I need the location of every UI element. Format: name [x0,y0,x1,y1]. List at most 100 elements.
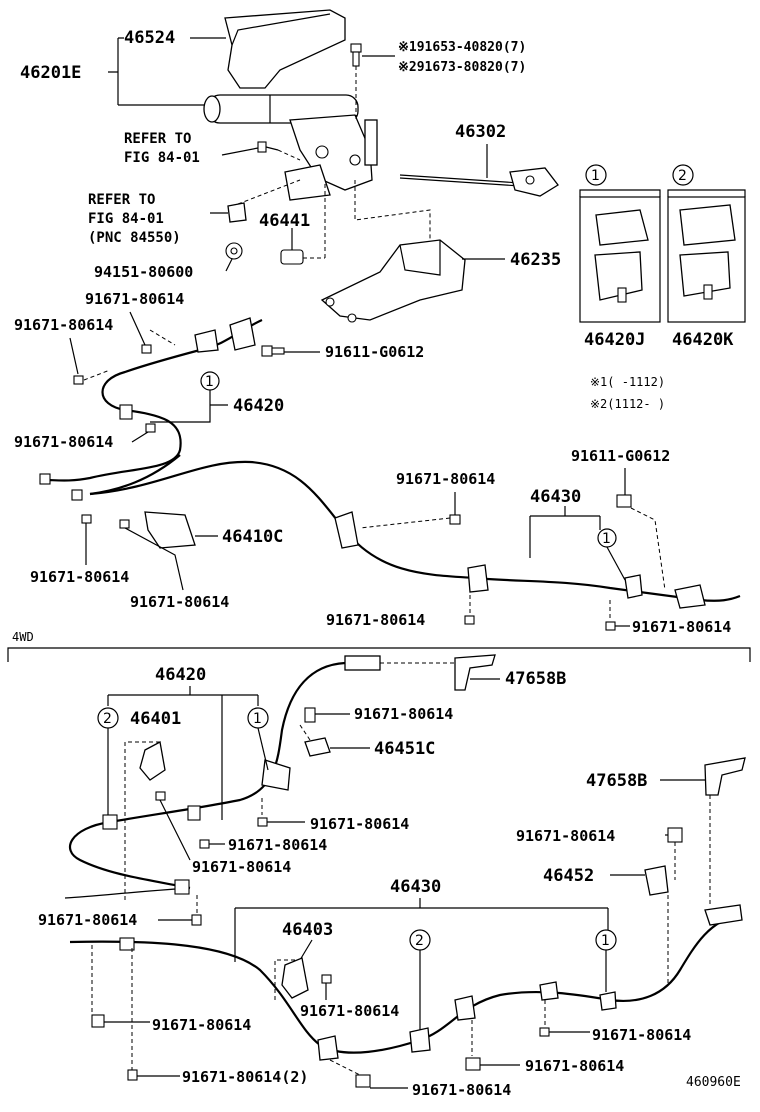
clip-icon [227,202,247,223]
bracket-46235 [320,239,466,323]
label-bolt-g: 91671-80614 [326,611,425,629]
label-46420-4wd: 46420 [155,665,206,685]
bolt-icon [605,621,616,631]
label-46401: 46401 [130,709,181,729]
bracket-47658B-lower [704,757,746,796]
label-bolt-f: 91671-80614 [130,593,229,611]
label-bolt-i: 91671-80614 [354,705,453,723]
label-46302: 46302 [455,122,506,142]
front-cable-46420 [39,317,263,501]
clip-46452 [644,865,669,896]
nut-icon [225,242,243,260]
label-46235: 46235 [510,250,561,270]
bolt-icon [355,1074,371,1088]
bolt-icon [350,43,362,67]
label-bolt-k: 91671-80614 [228,836,327,854]
bolt-icon [199,839,210,849]
refer-text-2b: FIG 84-01 [88,211,164,227]
bolt-icon [91,1014,105,1028]
label-bolt-p: 91671-80614 [152,1016,251,1034]
bolt-icon [465,1057,481,1071]
circle-1-rear-4wd: 1 [601,933,610,949]
label-46452: 46452 [543,866,594,886]
bolt-icon [449,514,461,525]
note-range-2: ※2(1112- ) [590,397,665,411]
parking-brake-lever-assembly [203,94,378,201]
circle-2-rear-4wd: 2 [415,933,424,949]
label-46524: 46524 [124,28,175,48]
label-46430-4wd: 46430 [390,877,441,897]
bolt-icon [616,494,632,508]
clamp-46401 [139,741,166,781]
note-bolt-1: ※191653-40820(7) [398,40,526,55]
pin-46441 [280,249,304,265]
label-46403: 46403 [282,920,333,940]
clamp-46420K [679,204,736,300]
label-bolt-o: 91671-80614 [300,1002,399,1020]
bracket-47658B-upper [454,654,496,691]
label-bolt-d: 91671-80614 [396,470,495,488]
label-bolt-b: 91671-80614 [14,316,113,334]
label-bolt-h: 91671-80614 [632,618,731,636]
label-bolt-a: 91671-80614 [85,290,184,308]
label-46420K: 46420K [672,330,734,350]
label-46420J: 46420J [584,330,645,350]
label-bolt-q: 91671-80614 [592,1026,691,1044]
label-46430-top: 46430 [530,487,581,507]
refer-text-2c: (PNC 84550) [88,230,181,246]
circle-1: 1 [205,374,214,390]
diagram-code: 460960E [686,1075,741,1090]
bolt-icon [304,707,316,723]
refer-text-1a: REFER TO [124,131,191,147]
refer-text-1b: FIG 84-01 [124,150,200,166]
bolt-icon [257,817,268,827]
label-46420-top: 46420 [233,396,284,416]
bolt-icon [464,615,475,625]
label-bolt-t: 91671-80614 [412,1081,511,1099]
bolt-icon [155,791,166,801]
screw-icon [257,141,279,153]
bolt-icon [81,514,130,529]
circle-2-4wd: 2 [103,711,112,727]
lever-cover-46524 [224,9,346,89]
label-91611-G0612-mid: 91611-G0612 [571,447,670,465]
note-range-1: ※1( -1112) [590,375,665,389]
section-label-4wd: 4WD [12,630,34,644]
label-46441: 46441 [259,211,310,231]
label-46201E: 46201E [20,63,81,83]
label-47658B-upper: 47658B [505,669,566,689]
label-47658B-lower: 47658B [586,771,647,791]
label-91611-G0612-top: 91611-G0612 [325,343,424,361]
cover-46410C [144,511,196,549]
circle-1-4wd: 1 [253,711,262,727]
label-bolt-j: 91671-80614 [310,815,409,833]
rear-cable-46430-4wd [69,904,743,1061]
bolt-icon [667,827,683,843]
bolt-icon [191,914,202,926]
circle-1-rear: 1 [602,531,611,547]
note-bolt-2: ※291673-80820(7) [398,60,526,75]
label-94151-80600: 94151-80600 [94,263,193,281]
label-bolt-l: 91671-80614 [192,858,291,876]
front-cable-46420-4wd [64,655,381,899]
label-bolt-n: 91671-80614 [38,911,137,929]
clamp-46403 [281,957,309,999]
label-bolt-r: 91671-80614(2) [182,1068,308,1086]
label-bolt-m: 91671-80614 [516,827,615,845]
clip-46451C [304,737,331,757]
bolt-icon [321,974,332,984]
circle-2-variant: 2 [678,168,687,184]
equalizer-46302 [509,167,559,197]
clamp-46420J [594,209,649,303]
label-46410C: 46410C [222,527,283,547]
bolt-icon [127,1069,138,1081]
circle-1-variant: 1 [591,168,600,184]
bolt-icon [261,345,285,357]
label-bolt-s: 91671-80614 [525,1057,624,1075]
label-bolt-e: 91671-80614 [30,568,129,586]
bolt-icon [145,423,156,433]
label-46451C: 46451C [374,739,435,759]
refer-text-2a: REFER TO [88,192,155,208]
label-bolt-c: 91671-80614 [14,433,113,451]
